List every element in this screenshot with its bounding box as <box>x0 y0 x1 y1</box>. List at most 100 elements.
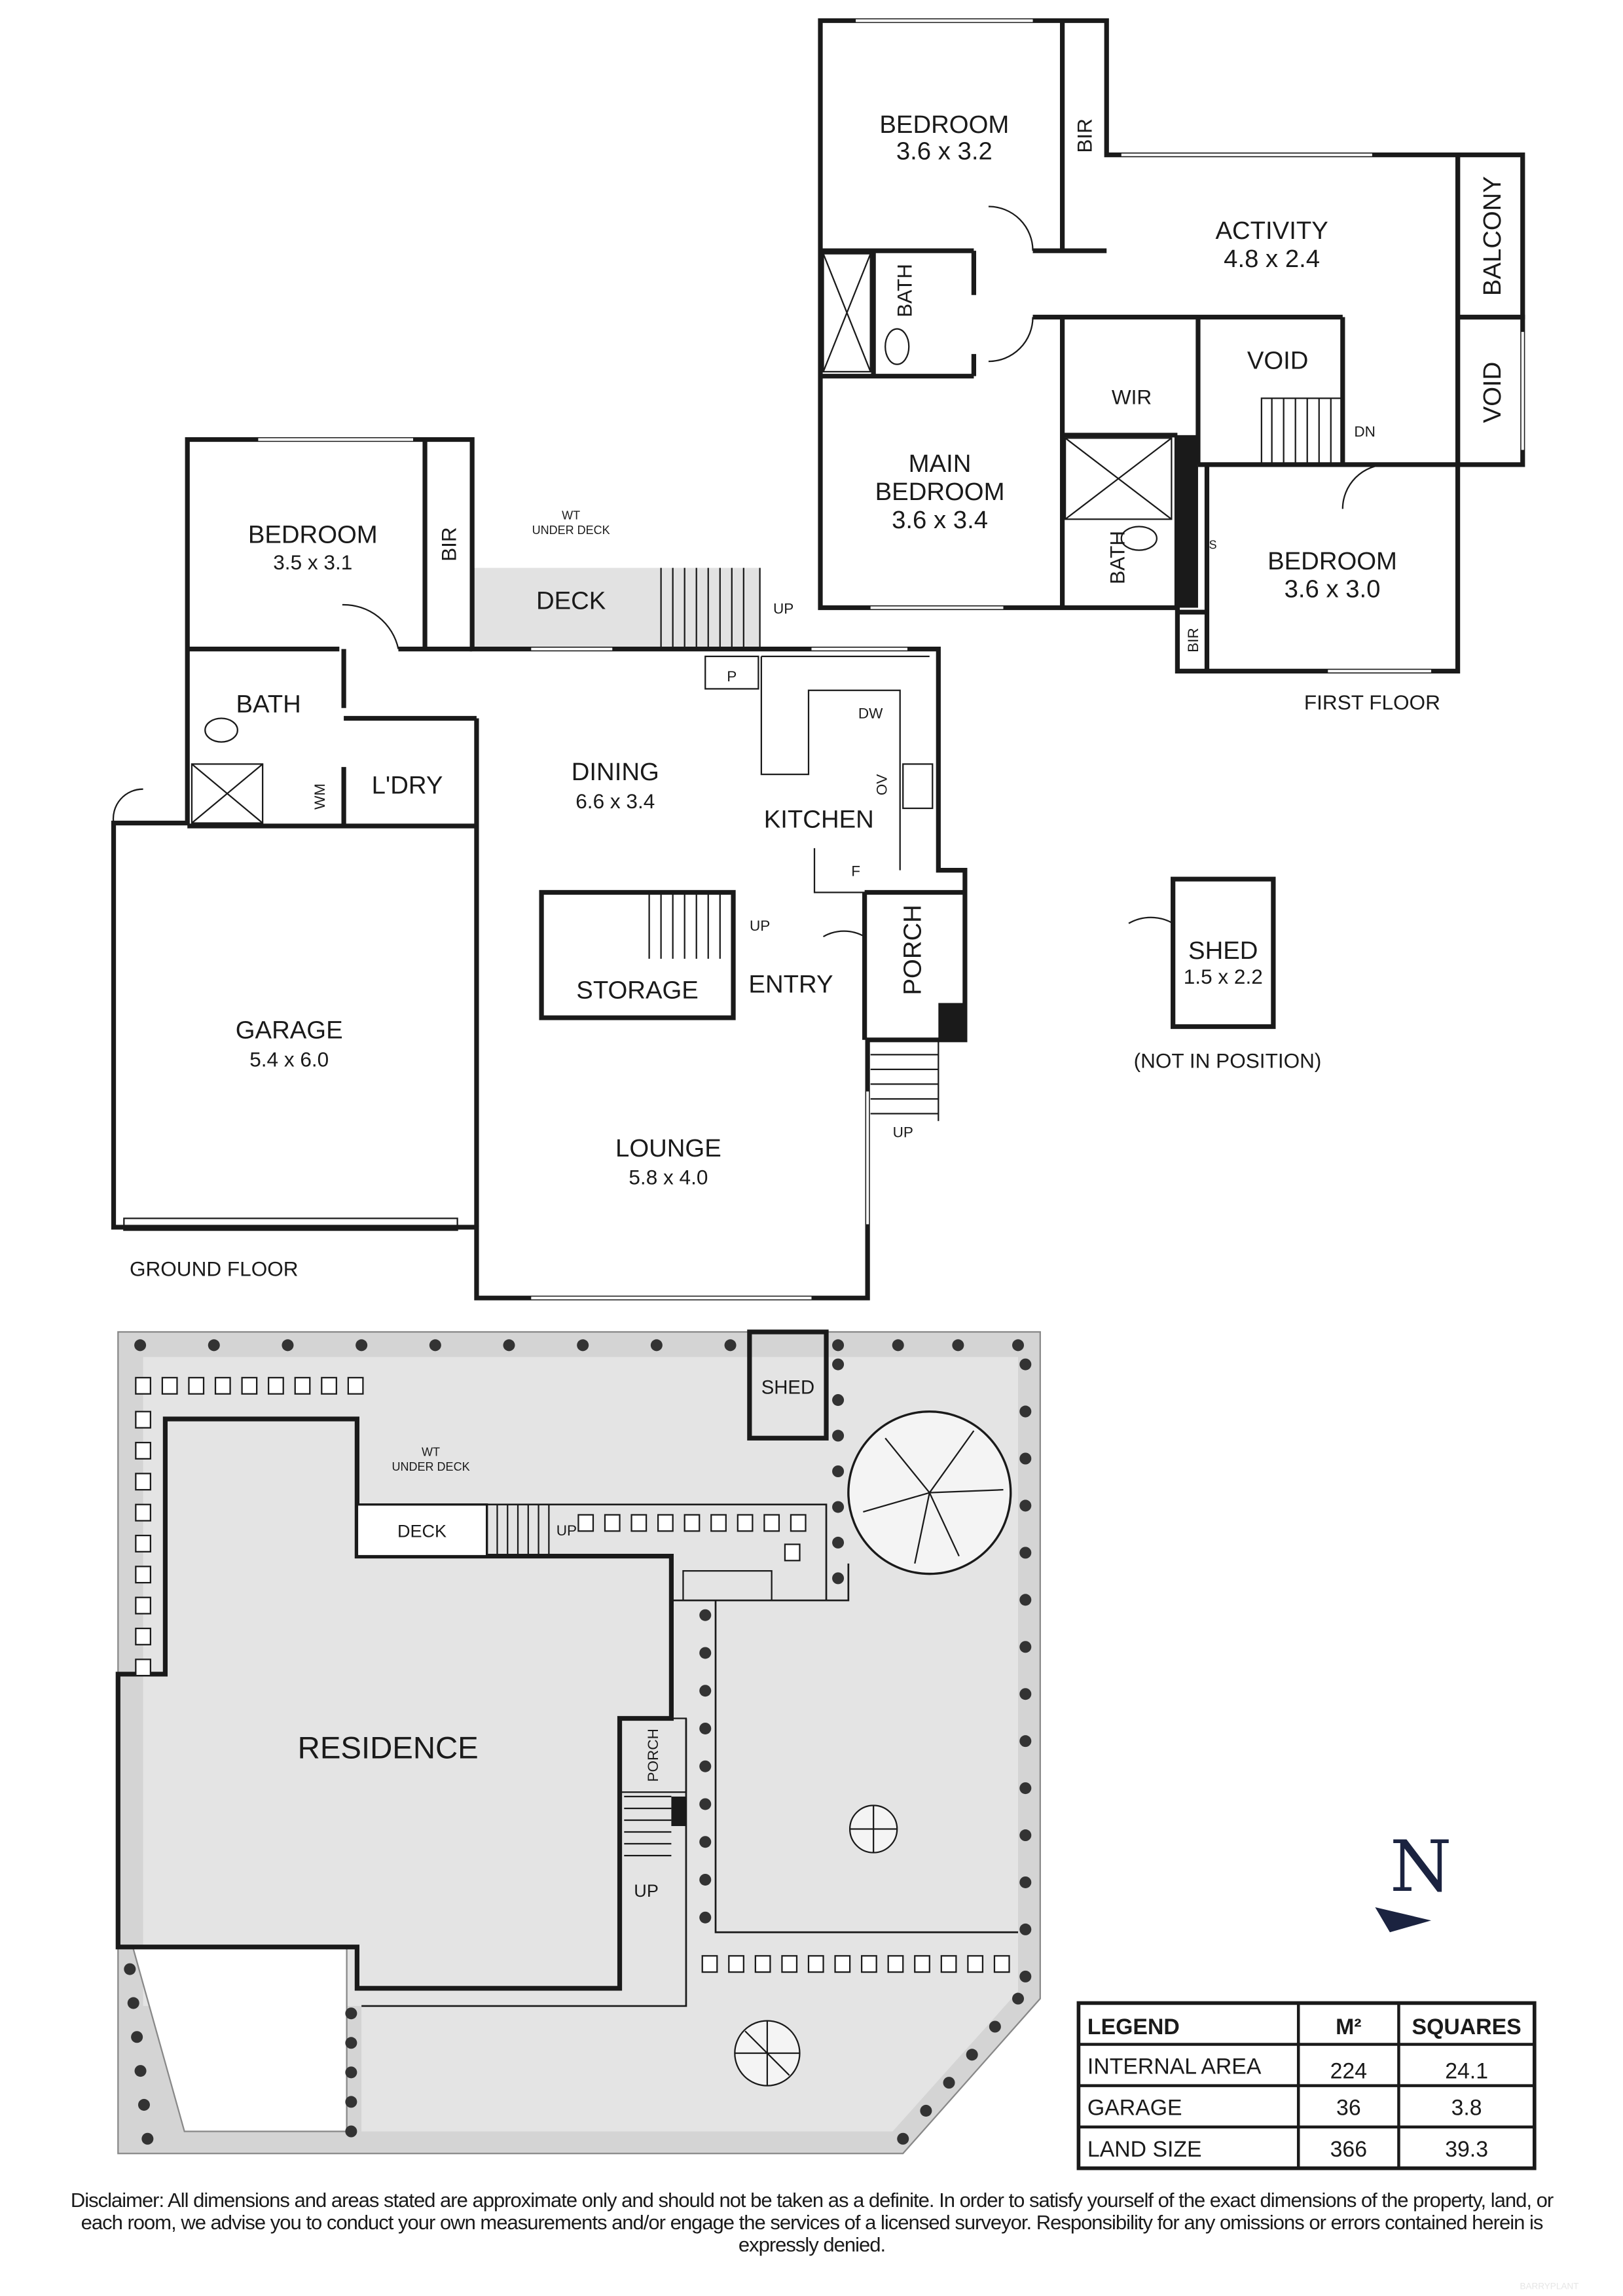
window-icons <box>124 438 907 1300</box>
porch-solid-wall <box>938 1003 965 1040</box>
ground-floor-plan: BEDROOM 3.5 x 3.1 BIR WT UNDER DECK DECK… <box>111 437 968 1300</box>
room-label: BEDROOM <box>879 111 1009 139</box>
laundry-label: L'DRY <box>372 771 443 799</box>
shed-dimensions: 1.5 x 2.2 <box>1184 965 1263 988</box>
m2-header: M² <box>1336 2015 1361 2039</box>
shrub-icon <box>989 2020 1001 2033</box>
ground-floor-title: GROUND FLOOR <box>130 1257 299 1280</box>
shrub-icon <box>892 1339 904 1352</box>
bath-label: BATH <box>236 691 301 719</box>
shed-label: SHED <box>1188 937 1258 965</box>
paver-icon <box>135 1441 152 1460</box>
paver-icon <box>321 1376 337 1395</box>
residence-label: RESIDENCE <box>298 1731 479 1765</box>
room-label: BEDROOM <box>248 520 378 548</box>
pantry-label: P <box>727 668 737 685</box>
shrub-icon <box>1019 1499 1032 1512</box>
shrub-icon <box>966 2049 978 2061</box>
ground-floor-interior-walls <box>187 439 965 1228</box>
shrub-icon <box>724 1339 737 1352</box>
paver-icon <box>781 1955 798 1973</box>
squares-header: SQUARES <box>1412 2015 1522 2039</box>
kitchen-label: KITCHEN <box>764 805 874 833</box>
paver-icon <box>604 1514 621 1532</box>
porch-stairs-icon <box>870 1039 939 1121</box>
shrub-icon <box>699 1647 712 1659</box>
shrub-icon <box>699 1722 712 1734</box>
room-label: LOUNGE <box>615 1134 721 1162</box>
room-dimensions: 3.6 x 3.0 <box>1285 575 1381 603</box>
under-deck-label: UNDER DECK <box>532 524 610 537</box>
paver-icon <box>834 1955 851 1973</box>
legend-row-squares: 24.1 <box>1445 2058 1488 2083</box>
wir-label: WIR <box>1112 385 1152 408</box>
wt-label: WT <box>422 1445 440 1458</box>
shower-icon <box>1064 437 1173 520</box>
shrub-icon <box>345 2007 357 2020</box>
shrub-icon <box>699 1836 712 1848</box>
north-arrow-icon: N <box>1375 1825 1452 1933</box>
room-label: DINING <box>572 758 659 786</box>
shrub-icon <box>699 1798 712 1810</box>
site-porch-stairs <box>624 1795 672 1857</box>
shrub-icon <box>1019 1405 1032 1418</box>
tree-icon <box>848 1804 898 1854</box>
site-plan: SHED WT UNDER DECK DECK UP RESIDENCE POR… <box>115 1329 1041 2155</box>
room-dimensions: 5.4 x 6.0 <box>249 1047 329 1071</box>
entry-label: ENTRY <box>748 971 833 999</box>
door-swing-icons <box>112 603 866 938</box>
shrub-icon <box>1012 1992 1025 2005</box>
shrub-icon <box>1019 1829 1032 1842</box>
site-deck-label: DECK <box>397 1521 447 1541</box>
first-floor-plan: BEDROOM 3.6 x 3.2 BIR ACTIVITY 4.8 x 2.4… <box>818 18 1525 714</box>
paver-icon <box>860 1955 877 1973</box>
legend-row-squares: 3.8 <box>1451 2096 1482 2121</box>
shrub-icon <box>141 2132 154 2145</box>
shrub-icon <box>1019 1688 1032 1700</box>
up-label: UP <box>773 601 793 617</box>
shrub-icon <box>345 2096 357 2108</box>
legend-row-m2: 366 <box>1330 2137 1367 2162</box>
paver-icon <box>135 1410 152 1429</box>
fridge-label: F <box>851 863 860 880</box>
shrub-icon <box>832 1429 845 1442</box>
shrub-icon <box>282 1339 294 1352</box>
tree-icon <box>847 1410 1012 1575</box>
disclaimer-text: Disclaimer: All dimensions and areas sta… <box>70 2189 1554 2256</box>
storage-label: STORAGE <box>576 977 699 1005</box>
legend-row-squares: 39.3 <box>1445 2137 1488 2162</box>
up-label: UP <box>893 1124 913 1141</box>
paver-icon <box>135 1566 152 1584</box>
legend-row-label: LAND SIZE <box>1087 2137 1202 2162</box>
bir-label: BIR <box>1185 628 1201 653</box>
shrub-icon <box>943 2077 955 2089</box>
legend-row-label: INTERNAL AREA <box>1087 2054 1262 2079</box>
dishwasher-label: DW <box>858 706 883 722</box>
kitchen-bench <box>760 655 930 893</box>
paver-icon <box>754 1955 771 1973</box>
paver-icon <box>807 1955 824 1973</box>
shrub-icon <box>345 2125 357 2138</box>
watermark-logo: BARRYPLANT <box>1520 2282 1578 2291</box>
shrub-icon <box>699 1911 712 1924</box>
paver-icon <box>737 1514 754 1532</box>
under-deck-label: UNDER DECK <box>392 1460 470 1473</box>
paver-icon <box>135 1659 152 1677</box>
paver-icon <box>188 1376 205 1395</box>
up-label: UP <box>750 918 770 934</box>
room-dimensions: 3.6 x 3.2 <box>896 137 993 165</box>
shrub-icon <box>124 1963 136 1975</box>
ground-floor-outline <box>111 437 968 1300</box>
legend-table: LEGEND M² SQUARES INTERNAL AREA 224 24.1… <box>1076 2001 1537 2170</box>
shrub-icon <box>920 2104 932 2117</box>
north-label: N <box>1390 1825 1452 1908</box>
oven-label: OV <box>873 774 890 796</box>
paver-icon <box>135 1534 152 1552</box>
shrub-icon <box>134 2065 147 2077</box>
first-floor-interior-walls <box>820 251 1458 672</box>
paver-icon <box>657 1514 674 1532</box>
shrub-icon <box>699 1760 712 1772</box>
storage-outline <box>539 889 736 1020</box>
shed-plan: SHED 1.5 x 2.2 (NOT IN POSITION) <box>1128 876 1321 1073</box>
shrub-icon <box>832 1465 845 1478</box>
